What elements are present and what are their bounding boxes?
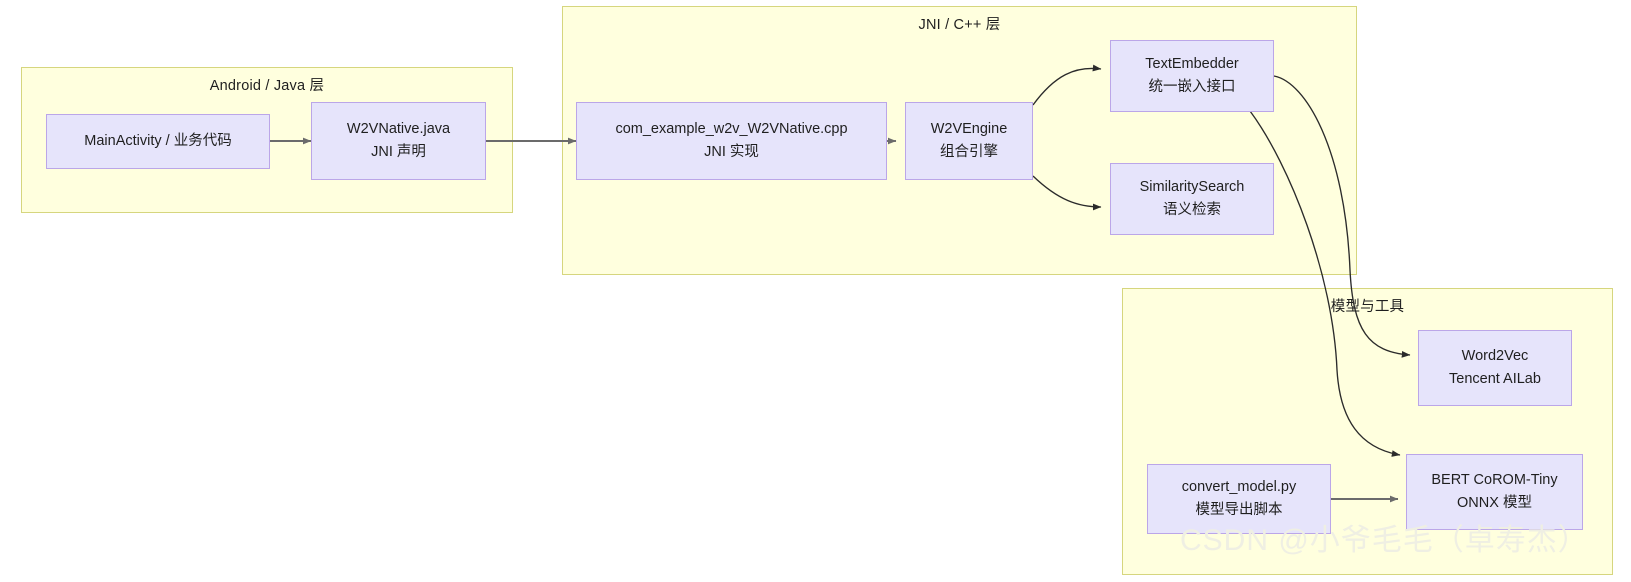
node-similarity-search-line2: 语义检索: [1163, 202, 1221, 218]
node-similarity-search[interactable]: SimilaritySearch 语义检索: [1110, 163, 1274, 235]
node-word2vec[interactable]: Word2Vec Tencent AILab: [1418, 330, 1572, 406]
node-bert[interactable]: BERT CoROM-Tiny ONNX 模型: [1406, 454, 1583, 530]
group-title-android-java: Android / Java 层: [209, 78, 325, 94]
group-title-models-tools: 模型与工具: [1330, 299, 1405, 315]
node-w2v-engine-line1: W2VEngine: [930, 121, 1008, 138]
node-w2v-native-cpp[interactable]: com_example_w2v_W2VNative.cpp JNI 实现: [576, 102, 887, 180]
node-w2v-engine-line2: 组合引擎: [940, 144, 998, 160]
node-w2v-native-java-line1: W2VNative.java: [346, 121, 451, 138]
node-text-embedder-line1: TextEmbedder: [1145, 56, 1239, 73]
node-main-activity[interactable]: MainActivity / 业务代码: [46, 114, 270, 169]
node-word2vec-line2: Tencent AILab: [1449, 371, 1541, 387]
node-bert-line2: ONNX 模型: [1457, 495, 1532, 511]
node-w2v-native-cpp-line2: JNI 实现: [704, 144, 759, 160]
node-text-embedder[interactable]: TextEmbedder 统一嵌入接口: [1110, 40, 1274, 112]
node-convert-model-line1: convert_model.py: [1181, 479, 1297, 496]
node-convert-model[interactable]: convert_model.py 模型导出脚本: [1147, 464, 1331, 534]
node-similarity-search-line1: SimilaritySearch: [1139, 179, 1245, 196]
node-w2v-engine[interactable]: W2VEngine 组合引擎: [905, 102, 1033, 180]
node-w2v-native-cpp-line1: com_example_w2v_W2VNative.cpp: [615, 121, 848, 138]
node-main-activity-line1: MainActivity / 业务代码: [84, 133, 232, 150]
node-w2v-native-java-line2: JNI 声明: [371, 144, 426, 160]
group-title-jni-cpp: JNI / C++ 层: [918, 17, 1001, 33]
node-text-embedder-line2: 统一嵌入接口: [1148, 79, 1236, 95]
node-convert-model-line2: 模型导出脚本: [1195, 502, 1283, 518]
node-word2vec-line1: Word2Vec: [1461, 348, 1529, 365]
node-bert-line1: BERT CoROM-Tiny: [1431, 472, 1558, 489]
node-w2v-native-java[interactable]: W2VNative.java JNI 声明: [311, 102, 486, 180]
